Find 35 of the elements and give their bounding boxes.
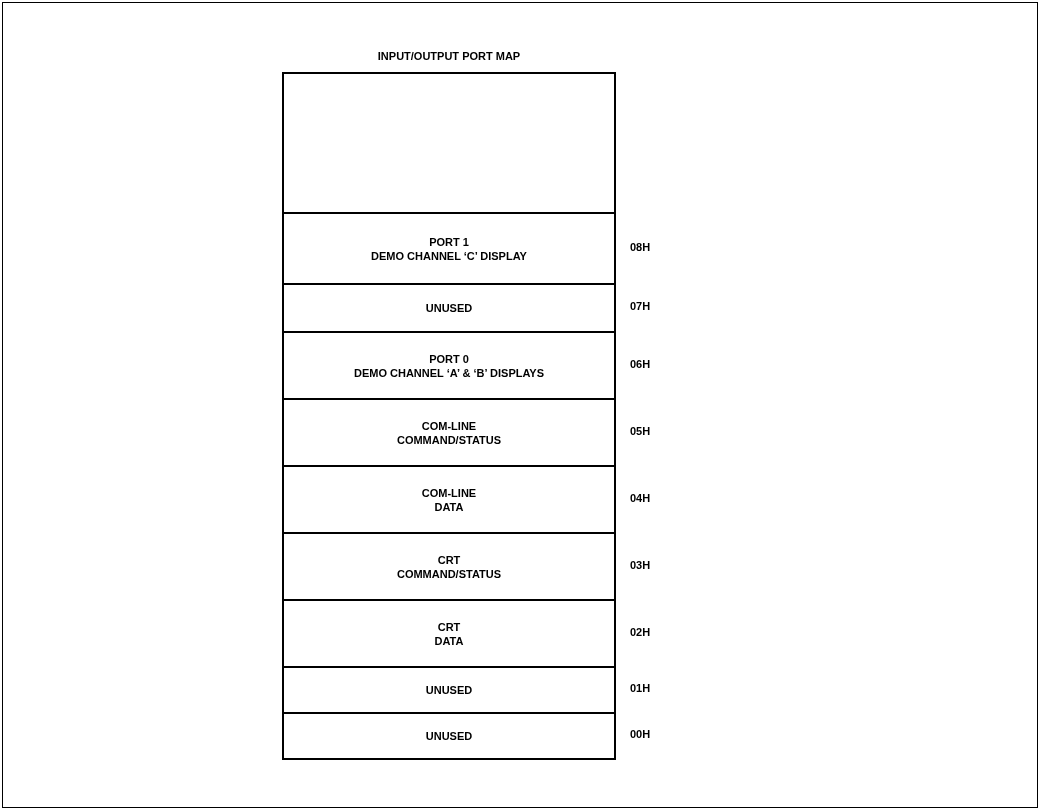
port-address: 06H	[630, 357, 651, 370]
port-box	[282, 212, 616, 285]
port-label: COM-LINE	[421, 418, 477, 433]
port-label: DEMO CHANNEL ‘C’ DISPLAY	[371, 248, 527, 263]
port-box	[282, 331, 616, 400]
port-label: CRT	[437, 619, 461, 634]
empty-box	[282, 72, 616, 214]
port-label: CRT	[437, 552, 461, 567]
port-address: 02H	[630, 625, 651, 638]
port-address: 00H	[630, 728, 651, 740]
port-box	[282, 712, 616, 760]
port-label: PORT 0	[429, 351, 469, 366]
port-address: 07H	[630, 300, 651, 312]
port-label: PORT 1	[429, 234, 469, 249]
port-address: 03H	[630, 558, 651, 571]
port-address: 04H	[630, 491, 651, 504]
port-box	[282, 532, 616, 601]
port-address: 08H	[630, 240, 651, 253]
port-address: 05H	[630, 424, 651, 437]
port-box	[282, 283, 616, 333]
port-address: 01H	[630, 682, 651, 694]
port-label: COM-LINE	[421, 485, 477, 500]
port-label: UNUSED	[425, 683, 473, 697]
port-label: UNUSED	[425, 729, 473, 743]
port-box	[282, 666, 616, 714]
port-label: DATA	[434, 499, 464, 514]
port-label: DATA	[434, 633, 464, 648]
diagram-title: INPUT/OUTPUT PORT MAP	[376, 50, 522, 62]
port-box	[282, 465, 616, 534]
port-label: COMMAND/STATUS	[396, 432, 502, 447]
port-label: UNUSED	[425, 301, 473, 315]
port-label: DEMO CHANNEL ‘A’ & ‘B’ DISPLAYS	[353, 365, 545, 380]
port-box	[282, 599, 616, 668]
port-label: COMMAND/STATUS	[396, 566, 502, 581]
port-box	[282, 398, 616, 467]
